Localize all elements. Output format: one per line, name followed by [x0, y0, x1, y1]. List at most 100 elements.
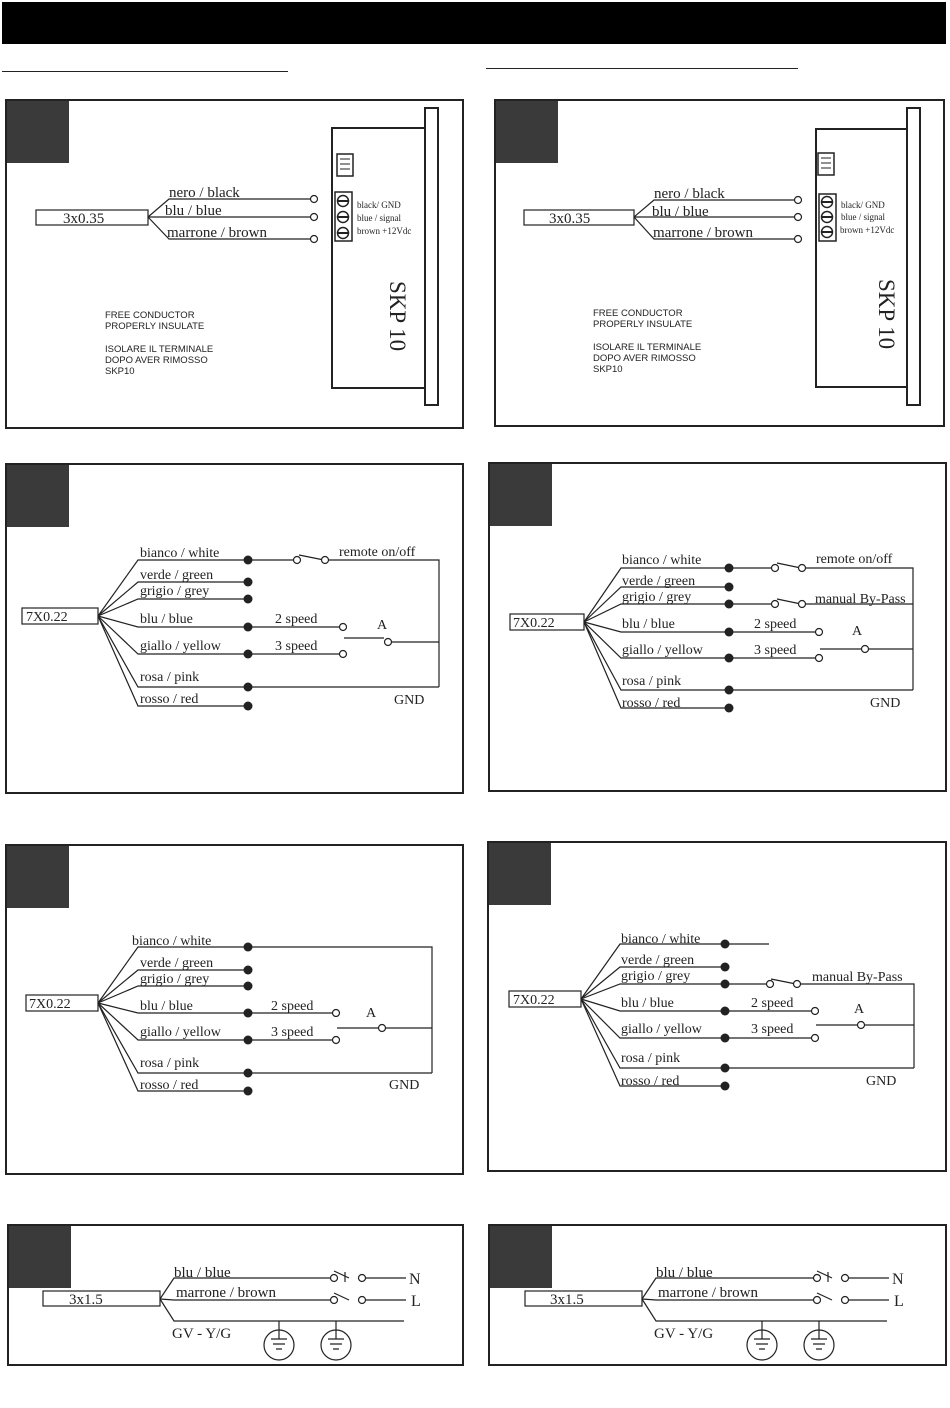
panel-7wire-remote-bypass: 7X0.22 bianco / white verde / green gri	[488, 462, 947, 792]
wire-label-green: verde / green	[140, 956, 213, 971]
svg-text:DOPO AVER RIMOSSO: DOPO AVER RIMOSSO	[593, 353, 696, 364]
earth-ground-icon	[263, 1329, 352, 1361]
svg-text:PROPERLY INSULATE: PROPERLY INSULATE	[105, 321, 204, 332]
wire-label-blue: blu / blue	[140, 612, 193, 627]
terminal-dot-icon	[243, 555, 253, 711]
panel-7wire-bypass: 7X0.22 bianco / white verde / green grig…	[487, 841, 947, 1172]
wire-label-blue: blu / blue	[140, 999, 193, 1014]
common-label: A	[366, 1006, 377, 1021]
device-label: SKP 10	[385, 281, 410, 351]
panel-corner-block	[489, 843, 551, 905]
terminal-label: blue / signal	[841, 212, 885, 222]
wire-label-yellow: giallo / yellow	[140, 1025, 222, 1040]
wire-label-grey: grigio / grey	[140, 584, 209, 599]
cable-label: 3x0.35	[63, 211, 104, 227]
cable-label: 7X0.22	[29, 997, 71, 1012]
wire-label-pink: rosa / pink	[140, 670, 199, 685]
wire-label-green: verde / green	[622, 574, 695, 589]
svg-text:ISOLARE IL TERMINALE: ISOLARE IL TERMINALE	[105, 344, 213, 355]
cable-label: 7X0.22	[513, 616, 555, 631]
connector-icon	[817, 152, 835, 176]
terminal-label: black/ GND	[841, 200, 885, 210]
wire-label-pink: rosa / pink	[140, 1056, 199, 1071]
bypass-label: manual By-Pass	[815, 592, 906, 607]
remote-label: remote on/off	[816, 552, 893, 567]
gnd-label: GND	[866, 1074, 896, 1089]
wire-label-brown: marrone / brown	[176, 1285, 276, 1301]
svg-text:ISOLARE IL TERMINALE: ISOLARE IL TERMINALE	[593, 342, 701, 353]
wire-label-brown: marrone / brown	[658, 1285, 758, 1301]
cable-label: 3x0.35	[549, 211, 590, 227]
wire-label-ground: GV - Y/G	[654, 1326, 713, 1342]
speed2-label: 2 speed	[275, 612, 317, 627]
wire-lines	[147, 198, 310, 240]
connector-icon	[336, 153, 354, 177]
mains-diagram-left: 3x1.5 blu / blue marrone / brown GV - Y/…	[42, 1265, 421, 1361]
speed3-label: 3 speed	[754, 643, 796, 658]
panel-7wire-basic: 7X0.22 bianco / white verde / green grig…	[5, 844, 464, 1175]
panel-corner-block	[7, 465, 69, 527]
wire-label-blue: blu / blue	[622, 617, 675, 632]
cable-label: 3x1.5	[550, 1292, 584, 1308]
wire-label-green: verde / green	[140, 568, 213, 583]
gnd-label: GND	[389, 1078, 419, 1093]
skp10-diagram-left: black/ GND blue / signal brown +12Vdc SK…	[35, 107, 439, 406]
screw-terminal-icon	[336, 194, 350, 240]
wire-label-yellow: giallo / yellow	[140, 639, 222, 654]
speed2-label: 2 speed	[754, 617, 796, 632]
contact-icon	[765, 979, 866, 1043]
svg-text:SKP10: SKP10	[105, 366, 135, 377]
wire-label-white: bianco / white	[622, 553, 701, 568]
terminal-dot-icon	[724, 563, 734, 713]
common-label: A	[854, 1002, 865, 1017]
bypass-label: manual By-Pass	[812, 970, 903, 985]
terminal-label: brown +12Vdc	[357, 226, 411, 236]
right-underline	[486, 68, 798, 69]
wire-label-blue: blu / blue	[656, 1265, 713, 1281]
wire-label-red: rosso / red	[622, 696, 680, 711]
wire-label-pink: rosa / pink	[622, 674, 681, 689]
speed3-label: 3 speed	[275, 639, 317, 654]
wiring-diagram-bypass: 7X0.22 bianco / white verde / green grig…	[508, 932, 915, 1091]
wire-lines	[97, 946, 433, 1092]
line-label: L	[894, 1293, 904, 1310]
contact-icon	[770, 563, 870, 663]
wiring-diagram-basic: 7X0.22 bianco / white verde / green grig…	[25, 934, 433, 1096]
contact-icon	[331, 1008, 387, 1045]
wire-lines	[583, 562, 914, 709]
speed2-label: 2 speed	[751, 996, 793, 1011]
wiring-diagram-remote-bypass: 7X0.22 bianco / white verde / green gri	[509, 552, 914, 713]
wire-label-white: bianco / white	[140, 546, 219, 561]
cable-label: 7X0.22	[26, 610, 68, 625]
svg-text:FREE CONDUCTOR: FREE CONDUCTOR	[105, 310, 195, 321]
neutral-label: N	[892, 1271, 904, 1288]
wire-label-blue: blu / blue	[174, 1265, 231, 1281]
skp10-device-body	[331, 127, 433, 389]
wire-label-green: verde / green	[621, 953, 694, 968]
svg-text:PROPERLY INSULATE: PROPERLY INSULATE	[593, 319, 692, 330]
mains-diagram-right: 3x1.5 blu / blue marrone / brown GV - Y/…	[524, 1265, 904, 1361]
terminal-dot-icon	[720, 939, 730, 1091]
panel-corner-block	[7, 101, 69, 163]
switch-contact-icon	[329, 1273, 367, 1305]
insulate-note: FREE CONDUCTOR PROPERLY INSULATE ISOLARE…	[593, 308, 701, 375]
header-bar	[2, 2, 946, 44]
skp10-diagram-right: black/ GND blue / signal brown +12Vdc SK…	[523, 107, 921, 406]
speed2-label: 2 speed	[271, 999, 313, 1014]
wire-label-ground: GV - Y/G	[172, 1326, 231, 1342]
switch-contact-icon	[812, 1273, 850, 1305]
wire-label-white: bianco / white	[621, 932, 700, 947]
remote-label: remote on/off	[339, 545, 416, 560]
wire-label-pink: rosa / pink	[621, 1051, 680, 1066]
wire-label-red: rosso / red	[140, 1078, 198, 1093]
wire-label-blue: blu / blue	[165, 203, 222, 219]
line-label: L	[411, 1293, 421, 1310]
wire-lines	[641, 1270, 889, 1329]
wire-label-black: nero / black	[169, 185, 240, 201]
skp10-device-flange	[424, 107, 439, 406]
terminal-label: blue / signal	[357, 213, 401, 223]
terminal-block	[334, 191, 353, 242]
svg-text:FREE CONDUCTOR: FREE CONDUCTOR	[593, 308, 683, 319]
wire-label-yellow: giallo / yellow	[622, 643, 704, 658]
common-label: A	[852, 624, 863, 639]
